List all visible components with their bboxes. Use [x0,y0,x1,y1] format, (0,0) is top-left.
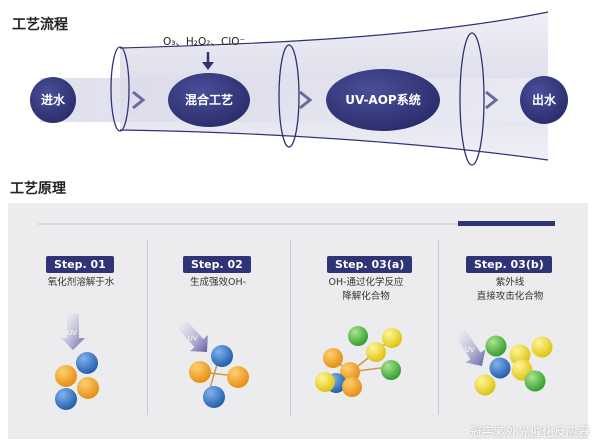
uv-arrow-label: UV [188,335,198,343]
uv-aop-label: UV-AOP系统 [345,92,420,107]
funnel-bottom-edge [119,129,549,161]
molecule-sphere [382,328,402,348]
step-3a-badge: Step. 03(a) [327,256,413,273]
watermark: 冠宇紫外光催化反应器 [469,425,590,439]
chevron-icon [299,90,313,110]
step-3b-badge: Step. 03(b) [466,256,552,273]
molecule-sphere [77,377,99,399]
molecule-sphere [227,366,249,388]
uv-aop-node [326,69,440,131]
principle-panel [8,203,588,439]
step-3a-desc: OH-通过化学反应 降解化合物 [328,277,404,302]
flow-band [40,78,550,122]
step-1-desc: 氧化剂溶解于水 [47,277,115,288]
molecule-sphere [211,345,233,367]
molecule-sphere [342,377,362,397]
inlet-label: 进水 [41,92,66,107]
molecule-sphere [55,388,77,410]
mixing-node [168,73,250,127]
step-2-badge: Step. 02 [183,256,251,273]
reagents-label: O₃、H₂O₂、ClO⁻ [163,36,245,48]
molecule-sphere [55,365,77,387]
step-divider [438,240,439,415]
uv-arrow-icon [453,327,486,366]
molecule-sphere [189,361,211,383]
outlet-node [520,76,568,124]
molecule-sphere [474,374,496,396]
molecule-sphere [381,360,401,380]
molecule-sphere [340,362,360,382]
step-2-desc: 生成强效OH- [189,277,247,288]
molecule-sphere [531,336,553,358]
flow-ring-1 [110,46,130,132]
flow-section-title: 工艺流程 [12,17,68,33]
chevron-icon [485,90,499,110]
step-divider [290,240,291,415]
step-divider [147,240,148,415]
inlet-node [30,77,76,123]
molecule-sphere [323,348,343,368]
step-1-badge: Step. 01 [46,256,114,273]
principle-section-title: 工艺原理 [10,181,66,197]
uv-arrow-icon [175,317,208,352]
molecule-sphere [348,326,368,346]
uv-arrow-label: UV [465,346,475,354]
uv-arrow-icon [61,314,85,350]
flow-ring-3 [459,32,485,166]
process-flow-diagram: 进水 混合工艺 UV-AOP系统 出水 O₃、H₂O₂、ClO⁻ [30,11,568,166]
outlet-label: 出水 [532,92,557,107]
step-3b-desc: 紫外线 直接攻击化合物 [476,277,544,302]
molecule-sphere [489,357,511,379]
molecule-sphere [524,370,546,392]
uv-arrow-label: UV [67,329,77,337]
molecule-sphere [315,372,335,392]
mixing-label: 混合工艺 [185,92,233,107]
chevron-icon [132,90,146,110]
panel-accent-bar [458,221,555,226]
flow-ring-2 [278,44,300,148]
molecule-sphere [366,342,386,362]
funnel-top-edge [119,11,549,49]
molecule-sphere [76,352,98,374]
molecule-sphere [203,386,225,408]
molecule-sphere [485,335,507,357]
